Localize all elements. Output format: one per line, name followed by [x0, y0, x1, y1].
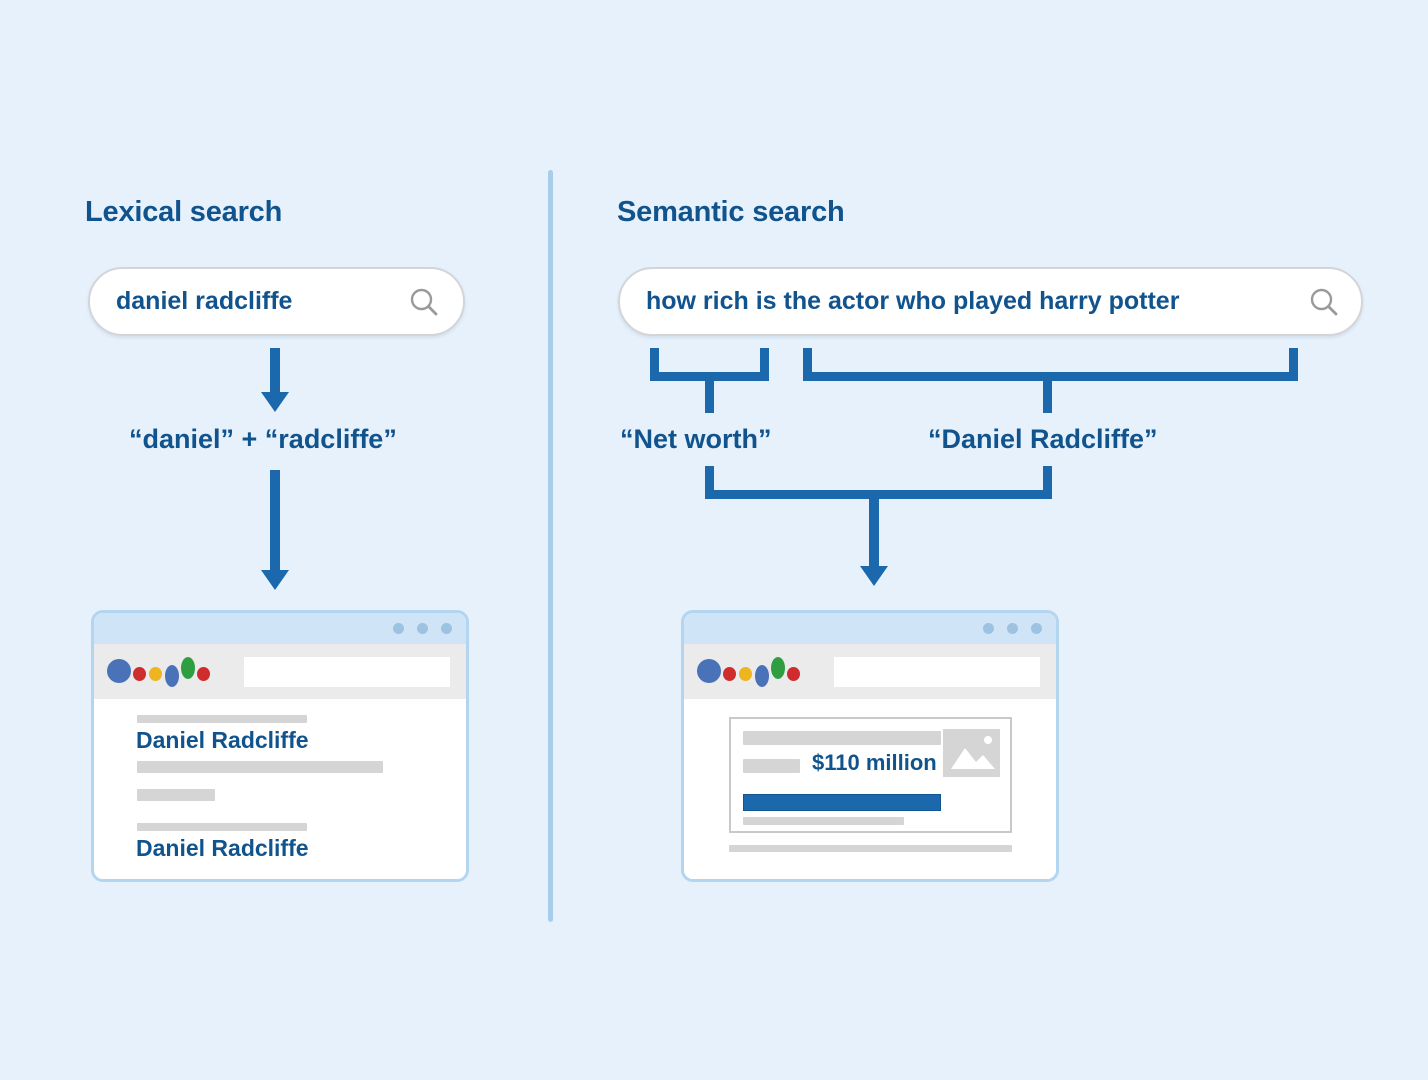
card-line-placeholder	[743, 731, 941, 745]
semantic-heading: Semantic search	[617, 196, 845, 228]
result-url-placeholder	[137, 823, 307, 831]
lexical-search-input[interactable]: daniel radcliffe	[88, 267, 465, 336]
column-divider	[548, 170, 553, 922]
logo-dot-yellow	[739, 666, 752, 681]
logo-dot-blue-large	[697, 658, 721, 683]
result-title[interactable]: Daniel Radcliffe	[136, 727, 309, 753]
logo-dot-green-tall	[771, 656, 785, 679]
browser-title-bar	[684, 613, 1056, 644]
semantic-merge-arrow-head	[860, 566, 888, 586]
knowledge-panel-card: $110 million	[729, 717, 1012, 833]
lexical-arrow-2-shaft	[270, 470, 280, 574]
lexical-browser-window: Daniel Radcliffe Daniel Radcliffe	[91, 610, 469, 882]
semantic-bracket-right-tick-b	[1289, 348, 1298, 380]
logo-dot-red	[133, 666, 146, 681]
semantic-bracket-left-tick-b	[760, 348, 769, 380]
semantic-merge-arrow-shaft	[869, 490, 879, 570]
lexical-results-page: Daniel Radcliffe Daniel Radcliffe	[94, 699, 466, 879]
search-icon	[410, 288, 438, 315]
lexical-arrow-2-head	[261, 570, 289, 590]
semantic-concept-net-worth: “Net worth”	[620, 424, 772, 454]
browser-address-bar[interactable]	[834, 656, 1040, 687]
logo-dot-red	[723, 666, 736, 681]
lexical-tokens-label: “daniel” + “radcliffe”	[129, 424, 397, 454]
card-highlight-bar	[743, 794, 941, 811]
search-icon	[1310, 288, 1338, 315]
card-label-placeholder	[743, 759, 800, 773]
result-snippet-line	[137, 789, 215, 801]
logo-dot-blue-tall	[165, 664, 179, 687]
logo-dot-red-2	[197, 666, 210, 681]
browser-title-bar	[94, 613, 466, 644]
lexical-heading: Lexical search	[85, 196, 283, 228]
logo-dot-blue-tall	[755, 664, 769, 687]
semantic-merge-tick-right	[1043, 466, 1052, 498]
logo-dot-green-tall	[181, 656, 195, 679]
semantic-merge-tick-left	[705, 466, 714, 498]
image-placeholder-icon	[943, 729, 1000, 777]
window-dot-icon	[393, 623, 404, 634]
image-glyph	[951, 736, 995, 769]
window-dot-icon	[1031, 623, 1042, 634]
logo-dot-yellow	[149, 666, 162, 681]
semantic-browser-window: $110 million	[681, 610, 1059, 882]
page-footer-placeholder	[729, 845, 1012, 852]
browser-toolbar	[684, 644, 1056, 699]
semantic-bracket-left-stub	[705, 372, 714, 413]
logo-dot-blue-large	[107, 658, 131, 683]
lexical-arrow-1-shaft	[270, 348, 280, 396]
lexical-arrow-1-head	[261, 392, 289, 412]
semantic-bracket-left-tick-a	[650, 348, 659, 380]
net-worth-amount: $110 million	[812, 750, 937, 775]
search-engine-logo	[107, 655, 210, 689]
semantic-results-page: $110 million	[684, 699, 1056, 879]
result-title[interactable]: Daniel Radcliffe	[136, 835, 309, 861]
window-dot-icon	[983, 623, 994, 634]
semantic-search-input[interactable]: how rich is the actor who played harry p…	[618, 267, 1363, 336]
semantic-bracket-right-stub	[1043, 372, 1052, 413]
card-line-placeholder	[743, 817, 904, 825]
semantic-search-query: how rich is the actor who played harry p…	[646, 287, 1180, 315]
semantic-bracket-right-tick-a	[803, 348, 812, 380]
logo-dot-red-2	[787, 666, 800, 681]
result-url-placeholder	[137, 715, 307, 723]
search-engine-logo	[697, 655, 800, 689]
window-dot-icon	[441, 623, 452, 634]
window-dot-icon	[1007, 623, 1018, 634]
lexical-search-query: daniel radcliffe	[116, 287, 293, 315]
window-dot-icon	[417, 623, 428, 634]
result-snippet-line	[137, 761, 383, 773]
browser-address-bar[interactable]	[244, 656, 450, 687]
browser-toolbar	[94, 644, 466, 699]
semantic-concept-daniel-radcliffe: “Daniel Radcliffe”	[928, 424, 1158, 454]
